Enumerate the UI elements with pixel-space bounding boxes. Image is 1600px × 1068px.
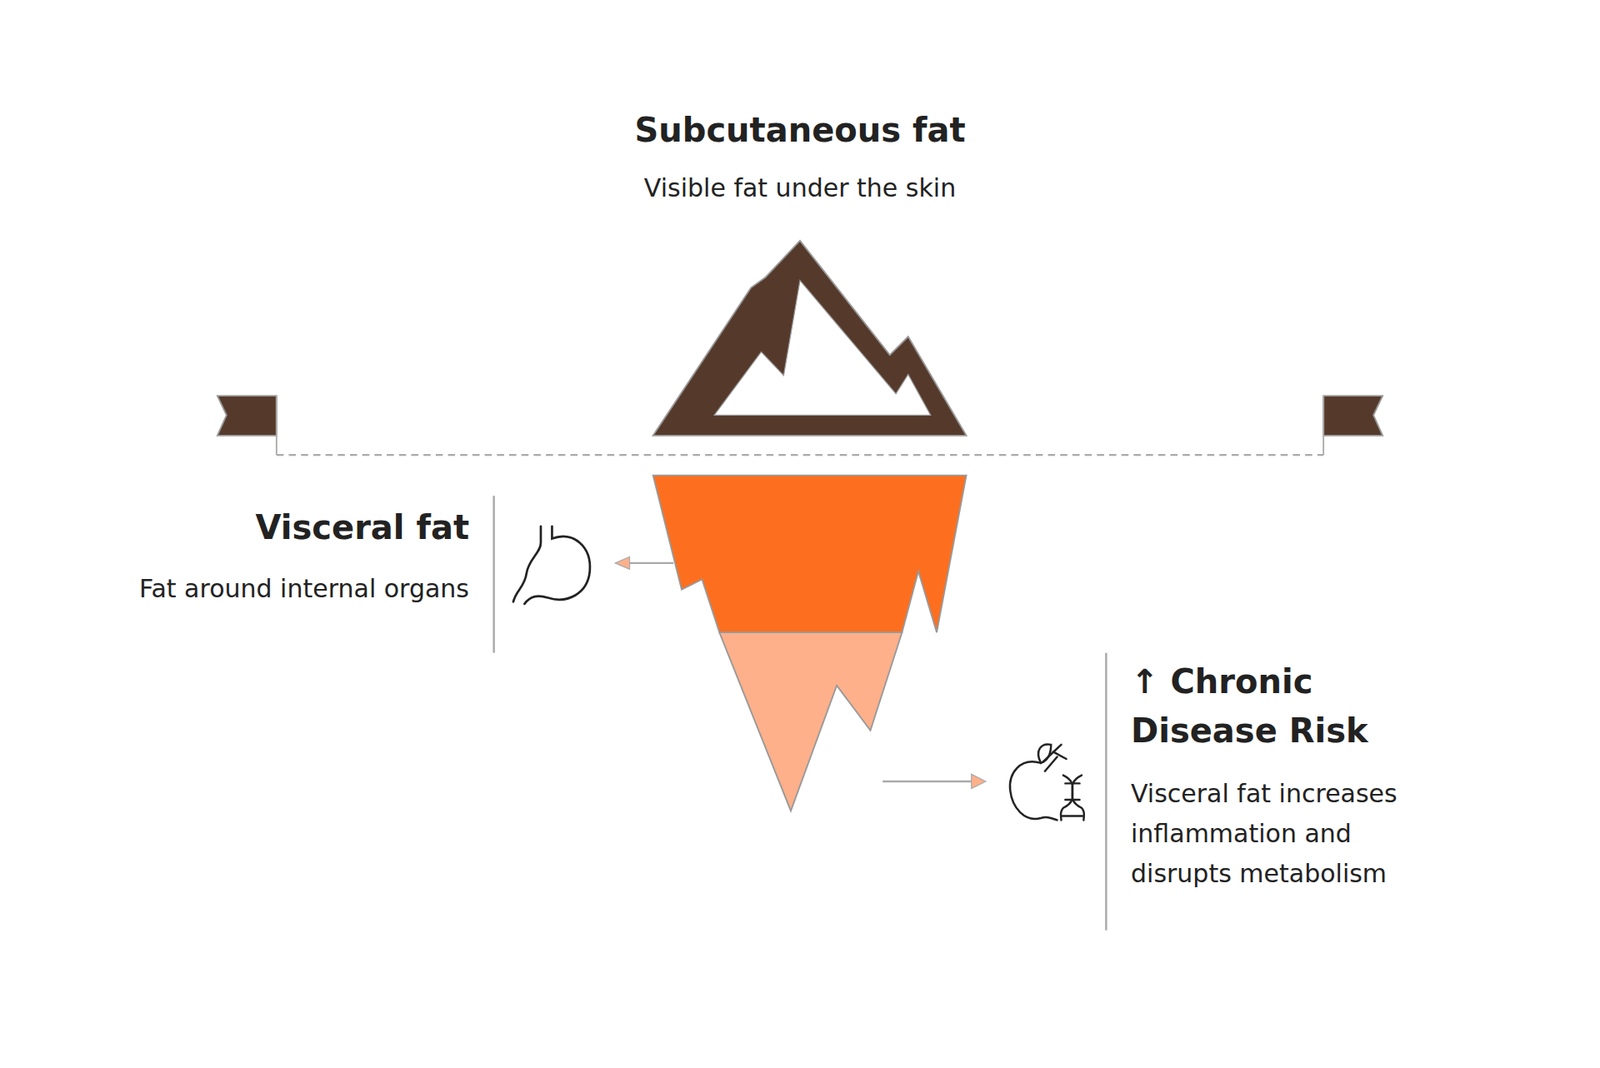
body-text: Fat around internal organs (135, 569, 470, 610)
apple-dna-icon (1010, 744, 1085, 820)
arrow-head (615, 557, 630, 570)
waterline (276, 454, 1324, 456)
body-text: Visceral fat increases inflammation and … (1130, 774, 1415, 895)
flag (1323, 395, 1383, 436)
leader-line (882, 780, 975, 783)
arrow-head (971, 774, 986, 789)
risk-band (719, 632, 902, 811)
heading-text: Subcutaneous fat (466, 110, 1134, 150)
leader-line (624, 562, 674, 565)
heading-text: Visceral fat (135, 507, 470, 548)
tip-label: Subcutaneous fatVisible fat under the sk… (466, 110, 1134, 209)
flag-pole (1322, 395, 1325, 455)
visceral-band (653, 475, 967, 634)
heading-text: ↑ Chronic Disease Risk (1130, 657, 1415, 756)
stomach-icon (513, 526, 590, 605)
flag (217, 395, 277, 436)
visceral-label: Visceral fatFat around internal organs (135, 507, 470, 610)
flag-pole (275, 395, 278, 455)
iceberg-tip (653, 240, 967, 436)
separator (492, 495, 495, 654)
risk-label: ↑ Chronic Disease RiskVisceral fat incre… (1130, 657, 1415, 895)
body-text: Visible fat under the skin (466, 168, 1134, 209)
separator (1105, 653, 1107, 931)
iceberg-tip-highlight (714, 280, 931, 416)
